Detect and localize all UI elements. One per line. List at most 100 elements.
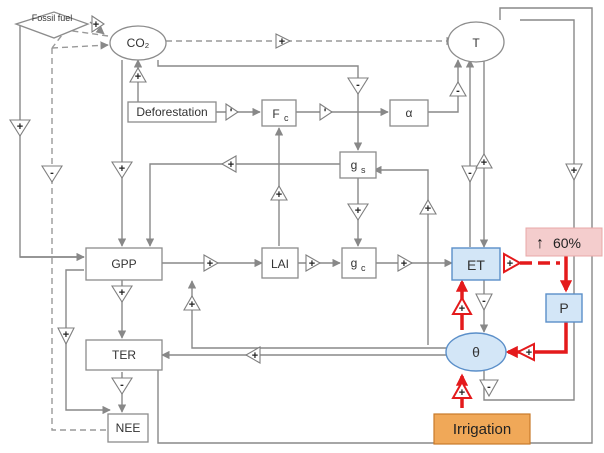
deforestation-label: Deforestation [136, 105, 207, 119]
albedo-node: α [389, 99, 429, 127]
increase-label: 60% [553, 235, 581, 251]
nee-label: NEE [116, 421, 141, 435]
sign-marker [475, 293, 493, 312]
sign-plus: + [135, 71, 141, 83]
sign-plus: + [309, 258, 315, 270]
soil-moisture-label: θ [472, 344, 480, 360]
sign-plus: + [252, 350, 258, 362]
sign-marker [419, 198, 437, 215]
gs-subscript: s [361, 165, 366, 175]
sign-minus: - [120, 379, 124, 391]
gpp-node: GPP [85, 247, 163, 281]
sign-plus: + [189, 299, 195, 311]
irrigation-node: Irrigation [433, 413, 531, 445]
sign-plus: + [459, 303, 465, 315]
sign-plus: + [276, 189, 282, 201]
sign-plus: + [207, 258, 213, 270]
ter-node: TER [85, 339, 163, 371]
lai-label: LAI [271, 257, 289, 271]
fc-label: F [272, 107, 279, 121]
irrigation-label: Irrigation [453, 421, 511, 438]
sign-marker [111, 161, 133, 180]
sign-marker [565, 163, 583, 182]
et-label: ET [467, 257, 485, 273]
sign-minus: - [356, 79, 360, 91]
sign-plus: + [93, 19, 99, 31]
sign-marker [203, 254, 220, 272]
sign-marker [451, 295, 473, 315]
sign-marker [129, 66, 147, 83]
sign-marker [9, 119, 31, 138]
sign-plus: + [228, 159, 234, 171]
sign-marker [270, 184, 288, 201]
sign-minus: - [487, 381, 491, 393]
sign-marker [91, 14, 105, 34]
sign-tick: ' [230, 107, 233, 119]
sign-plus: + [119, 287, 125, 299]
sign-marker [305, 254, 322, 272]
sign-tick: ' [324, 107, 327, 119]
sign-plus: + [481, 157, 487, 169]
gs-label: g [351, 158, 358, 172]
sign-plus: + [279, 36, 285, 48]
connections [19, 7, 593, 444]
gs-node: g s [339, 151, 377, 179]
fossil-fuel-node: Fossil fuel [13, 11, 90, 39]
sign-plus: + [17, 121, 23, 133]
up-arrow-icon: ↑ [536, 235, 544, 252]
deforestation-node: Deforestation [127, 101, 217, 123]
gc-node: g c [341, 247, 377, 279]
sign-marker [449, 80, 467, 97]
precipitation-node: P [545, 293, 583, 323]
sign-marker [57, 327, 75, 346]
sign-plus: + [401, 258, 407, 270]
sign-marker [275, 33, 292, 49]
et-node: ET [451, 247, 501, 281]
temperature-label: T [472, 36, 480, 50]
sign-minus: - [456, 85, 460, 97]
sign-marker [515, 342, 535, 362]
sign-plus: + [425, 203, 431, 215]
sign-plus: + [459, 387, 465, 399]
increase-box: ↑ 60% [525, 227, 603, 257]
sign-marker [461, 165, 479, 184]
sign-minus: - [482, 295, 486, 307]
sign-markers: + + + + - ' ' - - + + + [9, 14, 583, 399]
sign-marker [347, 203, 369, 222]
sign-plus: + [63, 329, 69, 341]
sign-minus: - [468, 167, 472, 179]
albedo-label: α [406, 106, 413, 120]
co2-node: CO₂ [109, 25, 167, 61]
sign-marker [503, 252, 523, 274]
lai-node: LAI [261, 247, 299, 279]
ter-label: TER [112, 348, 136, 362]
sign-marker [220, 155, 237, 173]
sign-marker [475, 152, 493, 169]
fc-subscript: c [284, 113, 289, 123]
precipitation-label: P [559, 300, 568, 316]
fc-node: F c [261, 99, 297, 127]
sign-plus: + [526, 347, 532, 359]
soil-moisture-node: θ [445, 332, 507, 372]
sign-plus: + [507, 258, 513, 270]
gpp-label: GPP [111, 257, 136, 271]
nee-node: NEE [107, 413, 149, 443]
sign-plus: + [119, 163, 125, 175]
temperature-node: T [447, 21, 505, 63]
gc-subscript: c [361, 263, 366, 273]
sign-marker [479, 379, 499, 398]
sign-marker [41, 165, 63, 184]
sign-minus: - [50, 167, 54, 179]
sign-marker [451, 379, 473, 399]
sign-marker [319, 102, 333, 122]
sign-marker [225, 102, 239, 122]
gc-label: g [351, 256, 358, 270]
sign-marker [183, 294, 201, 311]
sign-marker [244, 346, 261, 364]
fossil-fuel-label: Fossil fuel [32, 13, 73, 23]
sign-marker [111, 285, 133, 304]
sign-plus: + [355, 205, 361, 217]
sign-marker [347, 77, 369, 96]
sign-plus: + [571, 165, 577, 177]
